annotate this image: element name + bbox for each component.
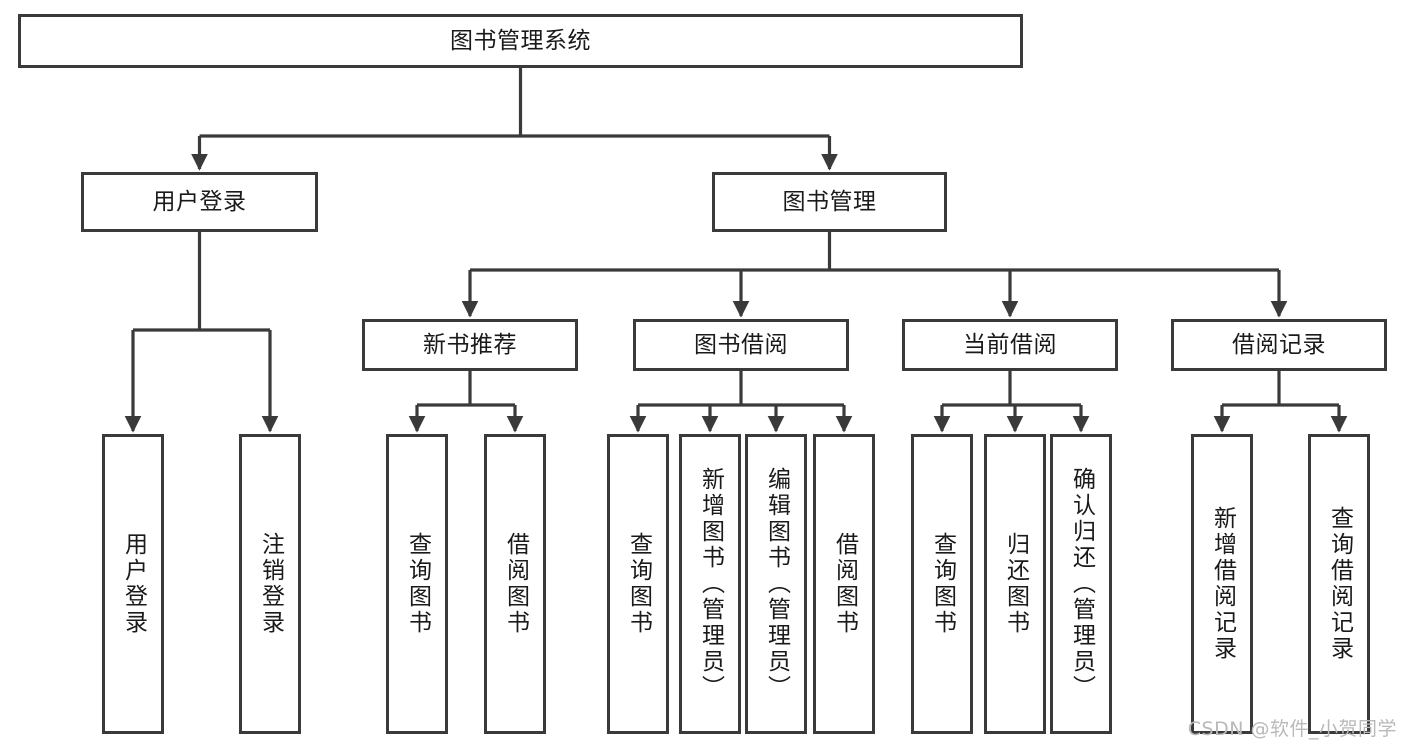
node-label: 当前借阅 <box>963 331 1057 358</box>
node-leaf-11[interactable]: 新增借阅记录 <box>1191 434 1253 734</box>
node-leaf-0[interactable]: 用户登录 <box>102 434 164 734</box>
node-leaf-5[interactable]: 新增图书（管理员） <box>679 434 741 734</box>
node-leaf-12[interactable]: 查询借阅记录 <box>1308 434 1370 734</box>
node-label: 新增借阅记录 <box>1209 506 1236 662</box>
node-label: 查询借阅记录 <box>1326 506 1353 662</box>
node-level2-1[interactable]: 图书管理 <box>712 172 947 232</box>
node-label: 借阅图书 <box>831 532 858 636</box>
node-label: 用户登录 <box>120 532 147 636</box>
node-label: 图书借阅 <box>694 331 788 358</box>
node-leaf-1[interactable]: 注销登录 <box>239 434 301 734</box>
node-level3-3[interactable]: 借阅记录 <box>1171 319 1387 371</box>
node-label: 归还图书 <box>1002 532 1029 636</box>
node-leaf-10[interactable]: 确认归还（管理员） <box>1050 434 1112 734</box>
node-leaf-3[interactable]: 借阅图书 <box>484 434 546 734</box>
node-level2-0[interactable]: 用户登录 <box>81 172 318 232</box>
node-leaf-8[interactable]: 查询图书 <box>911 434 973 734</box>
node-leaf-4[interactable]: 查询图书 <box>607 434 669 734</box>
node-label: 图书管理 <box>782 188 877 215</box>
node-label: 查询图书 <box>929 532 956 636</box>
node-leaf-9[interactable]: 归还图书 <box>984 434 1046 734</box>
node-label: 图书管理系统 <box>450 27 591 54</box>
watermark-text: CSDN @软件_小贺同学 <box>1187 718 1397 740</box>
node-label: 查询图书 <box>625 532 652 636</box>
node-label: 借阅图书 <box>502 532 529 636</box>
node-level3-2[interactable]: 当前借阅 <box>902 319 1118 371</box>
node-label: 新书推荐 <box>423 331 517 358</box>
node-leaf-6[interactable]: 编辑图书（管理员） <box>745 434 807 734</box>
node-label: 编辑图书（管理员） <box>763 467 790 701</box>
node-root[interactable]: 图书管理系统 <box>18 14 1023 68</box>
node-label: 用户登录 <box>152 188 247 215</box>
node-label: 查询图书 <box>404 532 431 636</box>
node-level3-1[interactable]: 图书借阅 <box>633 319 849 371</box>
node-label: 借阅记录 <box>1232 331 1326 358</box>
node-label: 新增图书（管理员） <box>697 467 724 701</box>
node-label: 注销登录 <box>257 532 284 636</box>
node-leaf-2[interactable]: 查询图书 <box>386 434 448 734</box>
node-level3-0[interactable]: 新书推荐 <box>362 319 578 371</box>
node-leaf-7[interactable]: 借阅图书 <box>813 434 875 734</box>
node-label: 确认归还（管理员） <box>1068 467 1095 701</box>
